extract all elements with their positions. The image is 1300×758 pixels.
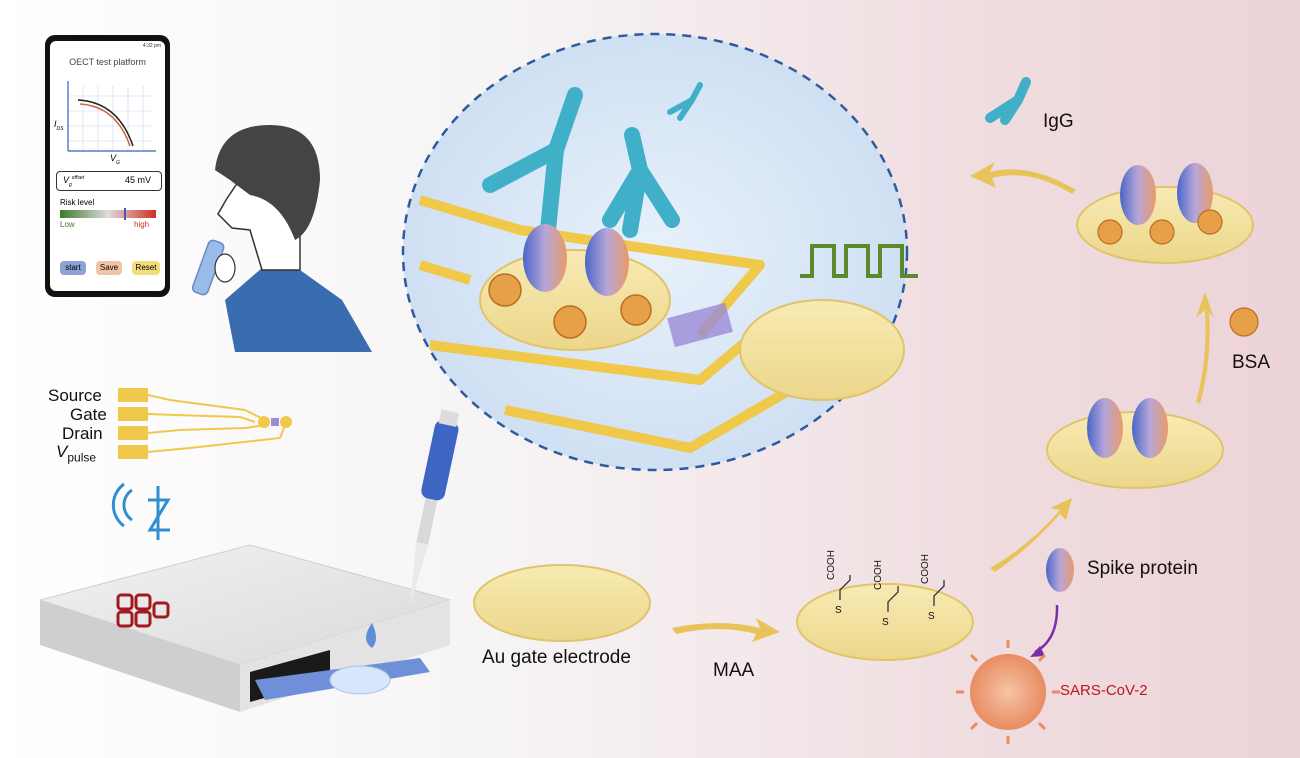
phone-app: 4:32 pm OECT test platform IDS VG Vgoffs… [45,35,170,297]
au-gate-label: Au gate electrode [482,647,631,668]
maa-label: MAA [713,660,755,681]
risk-title: Risk level [60,198,95,207]
pipette [409,409,460,608]
risk-low: Low [60,220,75,229]
au-electrode [473,564,651,642]
pulse-train [800,244,918,278]
start-button[interactable]: start [60,261,86,275]
save-button[interactable]: Save [96,261,122,275]
closeup-spike-2 [585,228,629,296]
offset-value: 45 mV [124,175,151,185]
cooh-label-1: COOH [826,550,837,580]
risk-bar [60,210,156,218]
bsa-icon [1229,307,1259,337]
risk-marker [124,208,126,220]
app-title: OECT test platform [69,57,146,67]
chip-schematic [118,388,292,459]
closeup-spike-1 [523,224,567,292]
cooh-label-2: COOH [873,560,884,590]
offset-box: Vgoffset 45 mV [56,171,162,191]
s-label-3: S [928,611,935,622]
closeup-bsa [488,273,652,339]
spike-label: Spike protein [1087,558,1198,579]
y-axis-label: IDS [54,119,64,132]
reader-device [38,409,460,712]
process-electrodes [473,77,1259,661]
virus-icon [956,640,1060,744]
closeup-antibodies [482,87,680,238]
s-label-2: S [882,617,889,628]
virus-arrow [1034,604,1059,654]
phone-screen: 4:32 pm OECT test platform IDS VG Vgoffs… [50,41,165,291]
flow-arrows [672,162,1214,642]
person-illustration [191,125,372,352]
small-antibody [667,82,703,121]
source-label: Source [48,386,102,405]
iv-plot [67,81,156,152]
igg-label: IgG [1043,111,1074,132]
maa-chains [839,575,945,612]
chip-closeup [401,32,918,472]
cooh-label-3: COOH [920,554,931,584]
wireless-icon [111,482,171,540]
s-label-1: S [835,605,842,616]
reset-button[interactable]: Reset [132,261,160,275]
x-axis-label: VG [110,153,120,166]
drain-label: Drain [62,424,103,443]
maa-electrode [796,583,974,661]
status-time: 4:32 pm [142,43,161,49]
sars-label: SARS-CoV-2 [1060,682,1148,699]
gate-label: Gate [70,405,107,424]
spike-icon [1046,548,1074,592]
closeup-round-pad [739,299,905,401]
vpulse-label: Vpulse [56,442,97,465]
risk-high: high [134,220,150,229]
igg-icon [985,77,1031,125]
logo-mark [116,593,170,628]
bsa-label: BSA [1232,352,1271,373]
